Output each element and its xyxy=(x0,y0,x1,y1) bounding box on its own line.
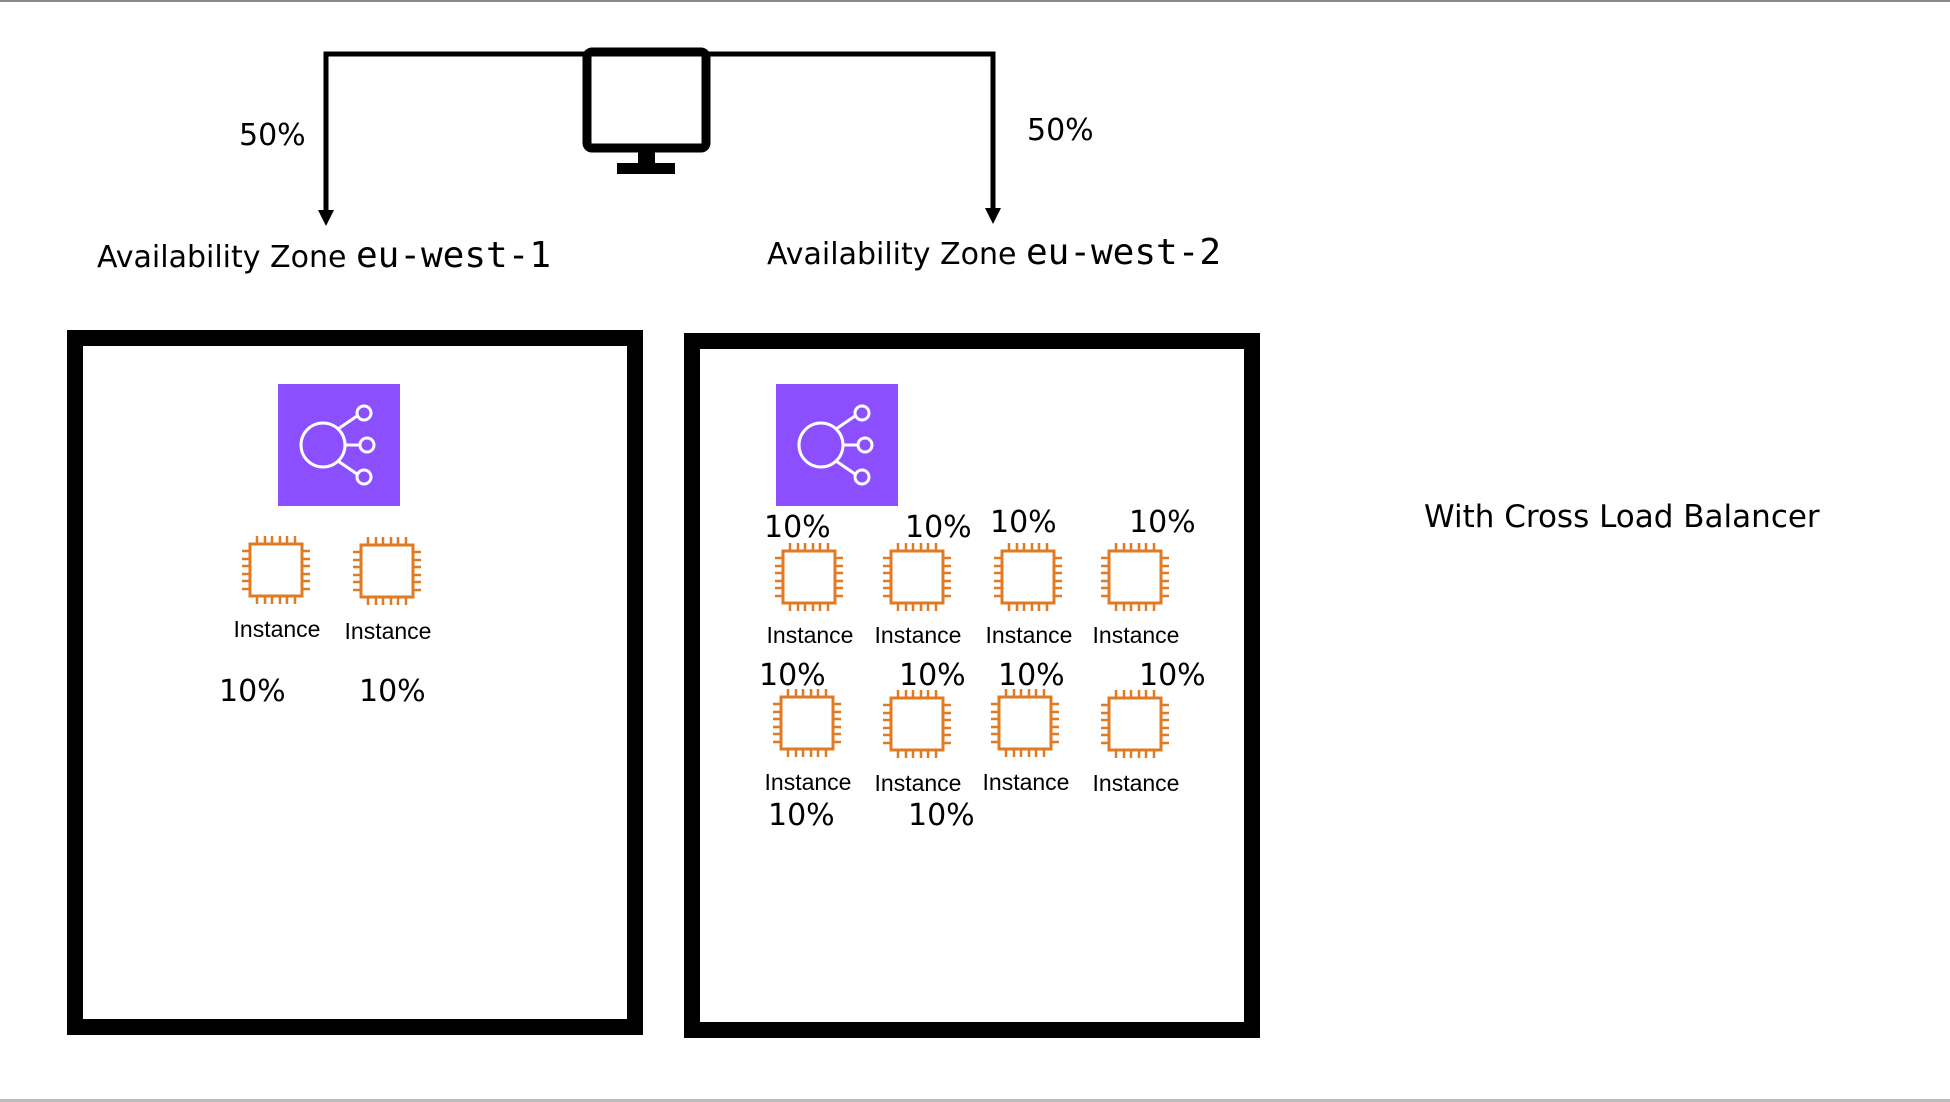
instance-label: Instance xyxy=(874,770,962,796)
extra-share: 10% xyxy=(768,798,835,833)
instance-chip-icon xyxy=(241,535,311,605)
instance-share: 10% xyxy=(764,510,831,545)
instance-share: 10% xyxy=(905,510,972,545)
cross-load-balancer-note: With Cross Load Balancer xyxy=(1424,499,1820,535)
instance-chip-icon xyxy=(882,542,952,612)
arrowhead-right xyxy=(985,208,1001,224)
availability-zone-1 xyxy=(67,330,643,1035)
arrowhead-left xyxy=(318,210,334,226)
instance-label: Instance xyxy=(344,618,432,644)
instance-label: Instance xyxy=(233,616,321,642)
instance-label: Instance xyxy=(874,622,962,648)
instance-chip-icon xyxy=(1100,542,1170,612)
connector-left xyxy=(323,51,588,210)
instance-label: Instance xyxy=(1092,770,1180,796)
instance-share: 10% xyxy=(998,658,1065,693)
instance-share: 10% xyxy=(359,674,426,709)
az-label-2: Availability Zone eu-west-2 xyxy=(767,235,1221,271)
instance-share: 10% xyxy=(219,674,286,709)
az-code: eu-west-2 xyxy=(1025,232,1222,273)
elastic-load-balancer-icon xyxy=(278,384,400,506)
instance-label: Instance xyxy=(1092,622,1180,648)
instance-chip-icon xyxy=(772,688,842,758)
instance-label: Instance xyxy=(766,622,854,648)
az-label-1: Availability Zone eu-west-1 xyxy=(97,238,551,274)
extra-share: 10% xyxy=(908,798,975,833)
instance-chip-icon xyxy=(1100,689,1170,759)
instance-chip-icon xyxy=(352,536,422,606)
instance-share: 10% xyxy=(1139,658,1206,693)
az-label-prefix: Availability Zone xyxy=(767,237,1017,272)
instance-share: 10% xyxy=(990,505,1057,540)
monitor-icon xyxy=(582,47,711,174)
instance-chip-icon xyxy=(993,542,1063,612)
split-left-percent: 50% xyxy=(239,118,306,153)
connector-right xyxy=(706,51,996,208)
instance-label: Instance xyxy=(985,622,1073,648)
instance-share: 10% xyxy=(899,658,966,693)
split-right-percent: 50% xyxy=(1027,113,1094,148)
instance-chip-icon xyxy=(882,689,952,759)
elastic-load-balancer-icon xyxy=(776,384,898,506)
instance-label: Instance xyxy=(764,769,852,795)
instance-label: Instance xyxy=(982,769,1070,795)
instance-share: 10% xyxy=(759,658,826,693)
az-code: eu-west-1 xyxy=(355,235,552,276)
instance-chip-icon xyxy=(990,688,1060,758)
az-label-prefix: Availability Zone xyxy=(97,240,347,275)
instance-chip-icon xyxy=(774,542,844,612)
instance-share: 10% xyxy=(1129,505,1196,540)
